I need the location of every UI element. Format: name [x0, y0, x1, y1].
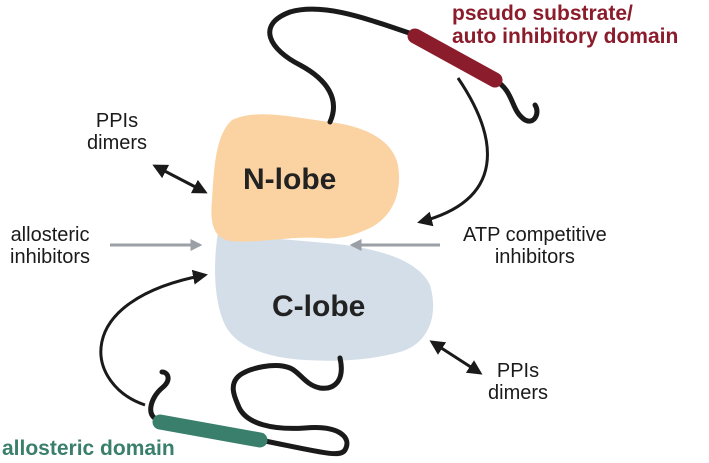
atp-inhibitors-label: ATP competitive inhibitors	[463, 224, 607, 268]
pseudo-substrate-line-1: pseudo substrate/	[452, 2, 633, 25]
ppi-bottom-arrow	[429, 340, 483, 375]
ppi-bottom-line-2: dimers	[488, 382, 549, 404]
ppi-bottom-line-1: PPIs	[496, 360, 540, 382]
c-lobe-shape	[215, 232, 434, 361]
autoinhibition-arrow	[417, 77, 489, 227]
allosteric-inhibitors-label: allosteric inhibitors	[10, 224, 90, 268]
autoinhibitory-domain-bar	[407, 28, 503, 88]
atp-inhibitors-line-2: inhibitors	[494, 246, 575, 268]
allosteric-domain-bar	[152, 414, 268, 448]
n-lobe-label: N-lobe	[243, 163, 337, 196]
c-lobe-label: C-lobe	[272, 290, 366, 323]
allosteric-domain-label: allosteric domain	[2, 437, 175, 460]
ppi-top-line-2: dimers	[87, 132, 148, 154]
allosteric-arrow	[99, 269, 208, 407]
allosteric-inhibitors-line-1: allosteric	[10, 224, 90, 246]
pseudo-substrate-label: pseudo substrate/ auto inhibitory domain	[452, 2, 678, 48]
n-lobe-shape	[211, 114, 400, 242]
ppi-bottom-label: PPIs dimers	[488, 360, 548, 404]
bottom-linker	[148, 355, 350, 457]
pseudo-substrate-line-2: auto inhibitory domain	[452, 25, 679, 49]
allosteric-inhibitors-line-2: inhibitors	[10, 246, 91, 268]
atp-inhibitors-line-1: ATP competitive	[463, 224, 607, 246]
top-linker	[267, 6, 540, 125]
ppi-top-arrow	[152, 164, 208, 194]
ppi-top-label: PPIs dimers	[87, 110, 147, 154]
ppi-top-line-1: PPIs	[95, 110, 139, 132]
